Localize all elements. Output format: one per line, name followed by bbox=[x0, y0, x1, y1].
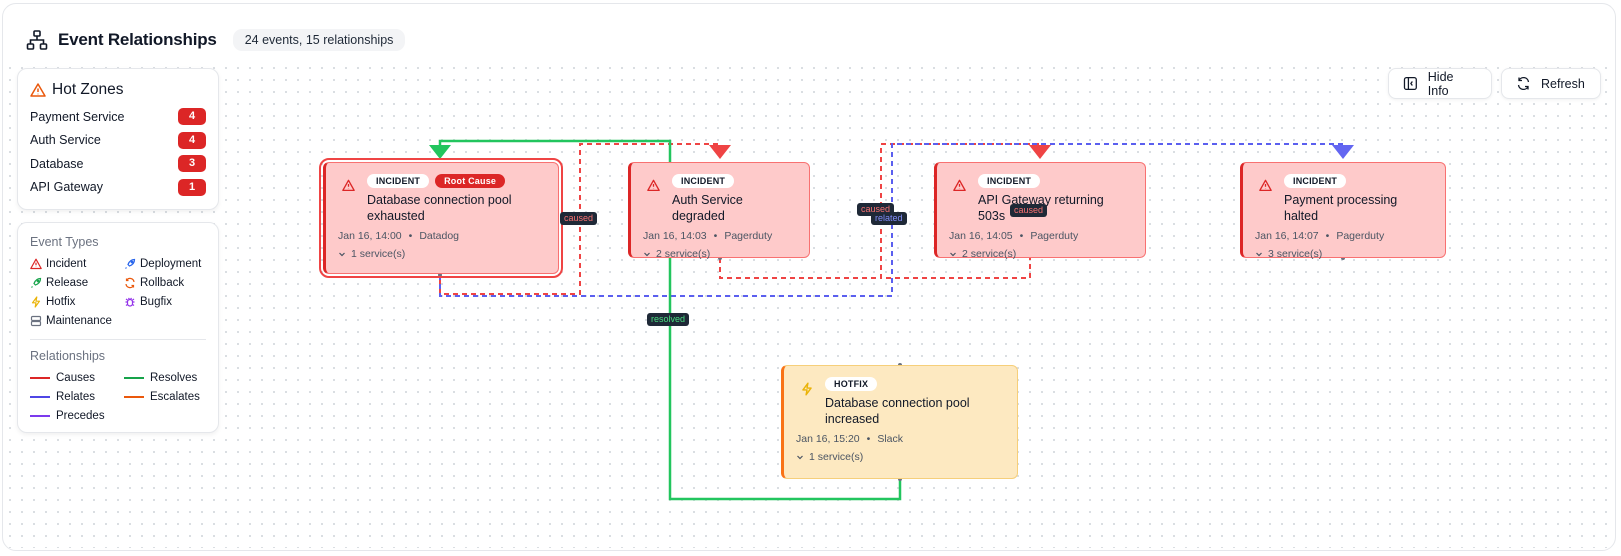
hot-zone-item[interactable]: Database 3 bbox=[30, 152, 206, 176]
event-type-tag: INCIDENT bbox=[672, 173, 735, 188]
chevron-down-icon bbox=[644, 252, 650, 257]
legend-panel: Event Types Incident Deployment Release … bbox=[17, 222, 219, 433]
services-toggle[interactable]: 2 service(s) bbox=[643, 248, 797, 260]
services-toggle[interactable]: 2 service(s) bbox=[949, 248, 1133, 260]
arrow-red bbox=[1029, 145, 1051, 159]
chevron-down-icon bbox=[950, 252, 956, 257]
event-meta: Jan 16, 15:20•Slack bbox=[796, 433, 904, 445]
warning-triangle-icon bbox=[647, 179, 660, 192]
event-meta: Jan 16, 14:05•Pagerduty bbox=[949, 230, 1079, 242]
refresh-label: Refresh bbox=[1541, 76, 1585, 91]
rocket-icon bbox=[125, 258, 136, 269]
hot-zone-name: Auth Service bbox=[30, 133, 101, 148]
warning-triangle-icon bbox=[1259, 179, 1272, 192]
event-title: Database connection pool exhausted bbox=[367, 193, 512, 223]
legend-rel-precedes: Precedes bbox=[30, 407, 124, 424]
arrow-indigo bbox=[1332, 145, 1354, 159]
legend-type-rollback: Rollback bbox=[124, 274, 218, 291]
event-types-title: Event Types bbox=[30, 235, 99, 249]
edge-label-related: related bbox=[871, 212, 907, 225]
event-meta: Jan 16, 14:00•Datadog bbox=[338, 230, 460, 242]
hot-zone-count: 1 bbox=[178, 178, 206, 196]
event-title: Auth Service degraded bbox=[672, 193, 743, 223]
panel-left-icon bbox=[1403, 76, 1417, 91]
hot-zone-item[interactable]: API Gateway 1 bbox=[30, 176, 206, 200]
legend-type-hotfix: Hotfix bbox=[30, 293, 124, 310]
services-toggle[interactable]: 1 service(s) bbox=[796, 451, 1005, 463]
event-meta: Jan 16, 14:07•Pagerduty bbox=[1255, 230, 1385, 242]
event-type-tag: HOTFIX bbox=[825, 376, 878, 391]
hot-zone-name: Database bbox=[30, 156, 84, 171]
hot-zone-count: 4 bbox=[178, 131, 206, 149]
legend-divider bbox=[30, 339, 206, 340]
arrow-red bbox=[709, 145, 731, 159]
hot-zone-name: API Gateway bbox=[30, 180, 103, 195]
hot-zones-panel: Hot Zones Payment Service 4 Auth Service… bbox=[17, 68, 219, 210]
event-title: Database connection pool increased bbox=[825, 396, 970, 426]
hot-zones-header: Hot Zones bbox=[30, 81, 206, 99]
lightning-icon bbox=[802, 382, 812, 396]
bug-icon bbox=[125, 297, 135, 307]
network-icon bbox=[26, 30, 48, 50]
services-toggle[interactable]: 3 service(s) bbox=[1255, 248, 1433, 260]
root-cause-badge: Root Cause bbox=[435, 173, 506, 188]
legend-rel-causes: Causes bbox=[30, 369, 124, 386]
legend-rel-relates: Relates bbox=[30, 388, 124, 405]
legend-rel-escalates: Escalates bbox=[124, 388, 218, 405]
event-type-tag: INCIDENT bbox=[367, 173, 430, 188]
chevron-down-icon bbox=[339, 252, 345, 257]
rotate-icon bbox=[125, 277, 135, 288]
event-count-badge: 24 events, 15 relationships bbox=[232, 29, 406, 51]
page-header: Event Relationships 24 events, 15 relati… bbox=[26, 26, 406, 54]
server-icon bbox=[30, 315, 42, 326]
event-card-api-gateway-503[interactable]: INCIDENT API Gateway returning 503s Jan … bbox=[934, 162, 1146, 260]
legend-type-maintenance: Maintenance bbox=[30, 312, 124, 329]
hide-info-label: Hide Info bbox=[1427, 69, 1454, 98]
hot-zones-title: Hot Zones bbox=[52, 81, 124, 98]
chevron-down-icon bbox=[1256, 252, 1262, 257]
event-card-db-pool-exhausted[interactable]: INCIDENT Root Cause Database connection … bbox=[319, 158, 563, 278]
hot-zone-name: Payment Service bbox=[30, 109, 125, 124]
services-toggle[interactable]: 1 service(s) bbox=[338, 248, 546, 260]
lightning-icon bbox=[31, 295, 41, 308]
edge-label-caused: caused bbox=[560, 212, 598, 225]
chevron-down-icon bbox=[797, 455, 803, 460]
warning-triangle-icon bbox=[342, 179, 355, 192]
event-card-payment-halted[interactable]: INCIDENT Payment processing halted Jan 1… bbox=[1240, 162, 1446, 260]
relationships-title: Relationships bbox=[30, 349, 106, 363]
event-card-auth-degraded[interactable]: INCIDENT Auth Service degraded Jan 16, 1… bbox=[628, 162, 810, 260]
warning-triangle-icon bbox=[953, 179, 966, 192]
refresh-button[interactable]: Refresh bbox=[1501, 68, 1601, 99]
legend-rel-resolves: Resolves bbox=[124, 369, 218, 386]
legend-type-bugfix: Bugfix bbox=[124, 293, 218, 310]
hot-zone-item[interactable]: Payment Service 4 bbox=[30, 105, 206, 129]
arrow-green bbox=[429, 145, 451, 159]
hot-zone-count: 3 bbox=[178, 155, 206, 173]
rocket-icon bbox=[31, 277, 42, 288]
event-title: Payment processing halted bbox=[1284, 193, 1398, 223]
hot-zone-count: 4 bbox=[178, 108, 206, 126]
warning-triangle-icon bbox=[30, 258, 42, 269]
legend-type-release: Release bbox=[30, 274, 124, 291]
warning-triangle-icon bbox=[30, 83, 46, 97]
event-title: API Gateway returning 503s bbox=[978, 193, 1104, 223]
event-type-tag: INCIDENT bbox=[978, 173, 1041, 188]
refresh-icon bbox=[1517, 76, 1530, 91]
legend-type-deployment: Deployment bbox=[124, 255, 218, 272]
edge-label-resolved: resolved bbox=[647, 313, 690, 326]
page-title: Event Relationships bbox=[58, 30, 217, 49]
hot-zone-item[interactable]: Auth Service 4 bbox=[30, 129, 206, 153]
event-card-hotfix-pool-increased[interactable]: HOTFIX Database connection pool increase… bbox=[781, 365, 1018, 479]
event-type-tag: INCIDENT bbox=[1284, 173, 1347, 188]
legend-type-incident: Incident bbox=[30, 255, 124, 272]
edge-label-caused: caused bbox=[1010, 204, 1048, 217]
hide-info-button[interactable]: Hide Info bbox=[1388, 68, 1492, 99]
event-meta: Jan 16, 14:03•Pagerduty bbox=[643, 230, 773, 242]
